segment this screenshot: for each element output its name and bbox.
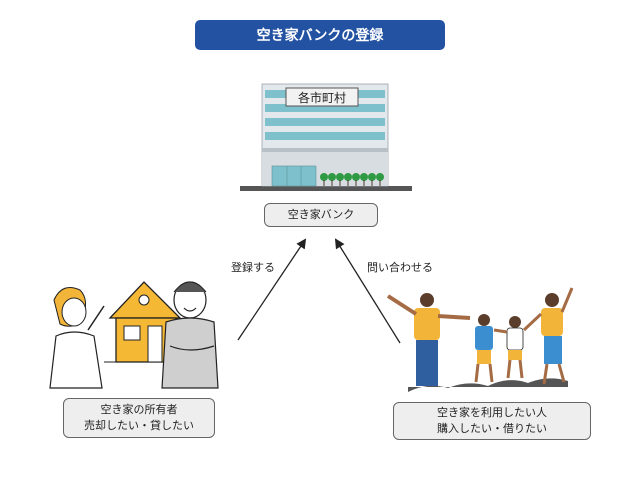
register-arrow-label: 登録する xyxy=(231,261,275,274)
city-hall-building xyxy=(240,83,412,191)
family-illustration xyxy=(386,287,574,392)
municipality-sign: 各市町村 xyxy=(297,90,346,105)
inquire-arrow-label: 問い合わせる xyxy=(367,261,433,274)
house-owners-illustration xyxy=(49,281,219,389)
owner-label: 空き家の所有者 売却したい・貸したい xyxy=(63,398,215,438)
user-label: 空き家を利用したい人 購入したい・借りたい xyxy=(393,402,591,440)
owner-label-line2: 売却したい・貸したい xyxy=(84,419,194,432)
register-arrow xyxy=(237,238,307,341)
page-title: 空き家バンクの登録 xyxy=(195,20,445,50)
user-label-line2: 購入したい・借りたい xyxy=(437,422,547,435)
inquire-arrow xyxy=(334,238,401,344)
user-label-line1: 空き家を利用したい人 xyxy=(437,406,547,419)
owner-label-line1: 空き家の所有者 xyxy=(100,403,178,416)
akiya-bank-label: 空き家バンク xyxy=(264,203,378,227)
akiya-bank-label-text: 空き家バンク xyxy=(287,208,355,221)
